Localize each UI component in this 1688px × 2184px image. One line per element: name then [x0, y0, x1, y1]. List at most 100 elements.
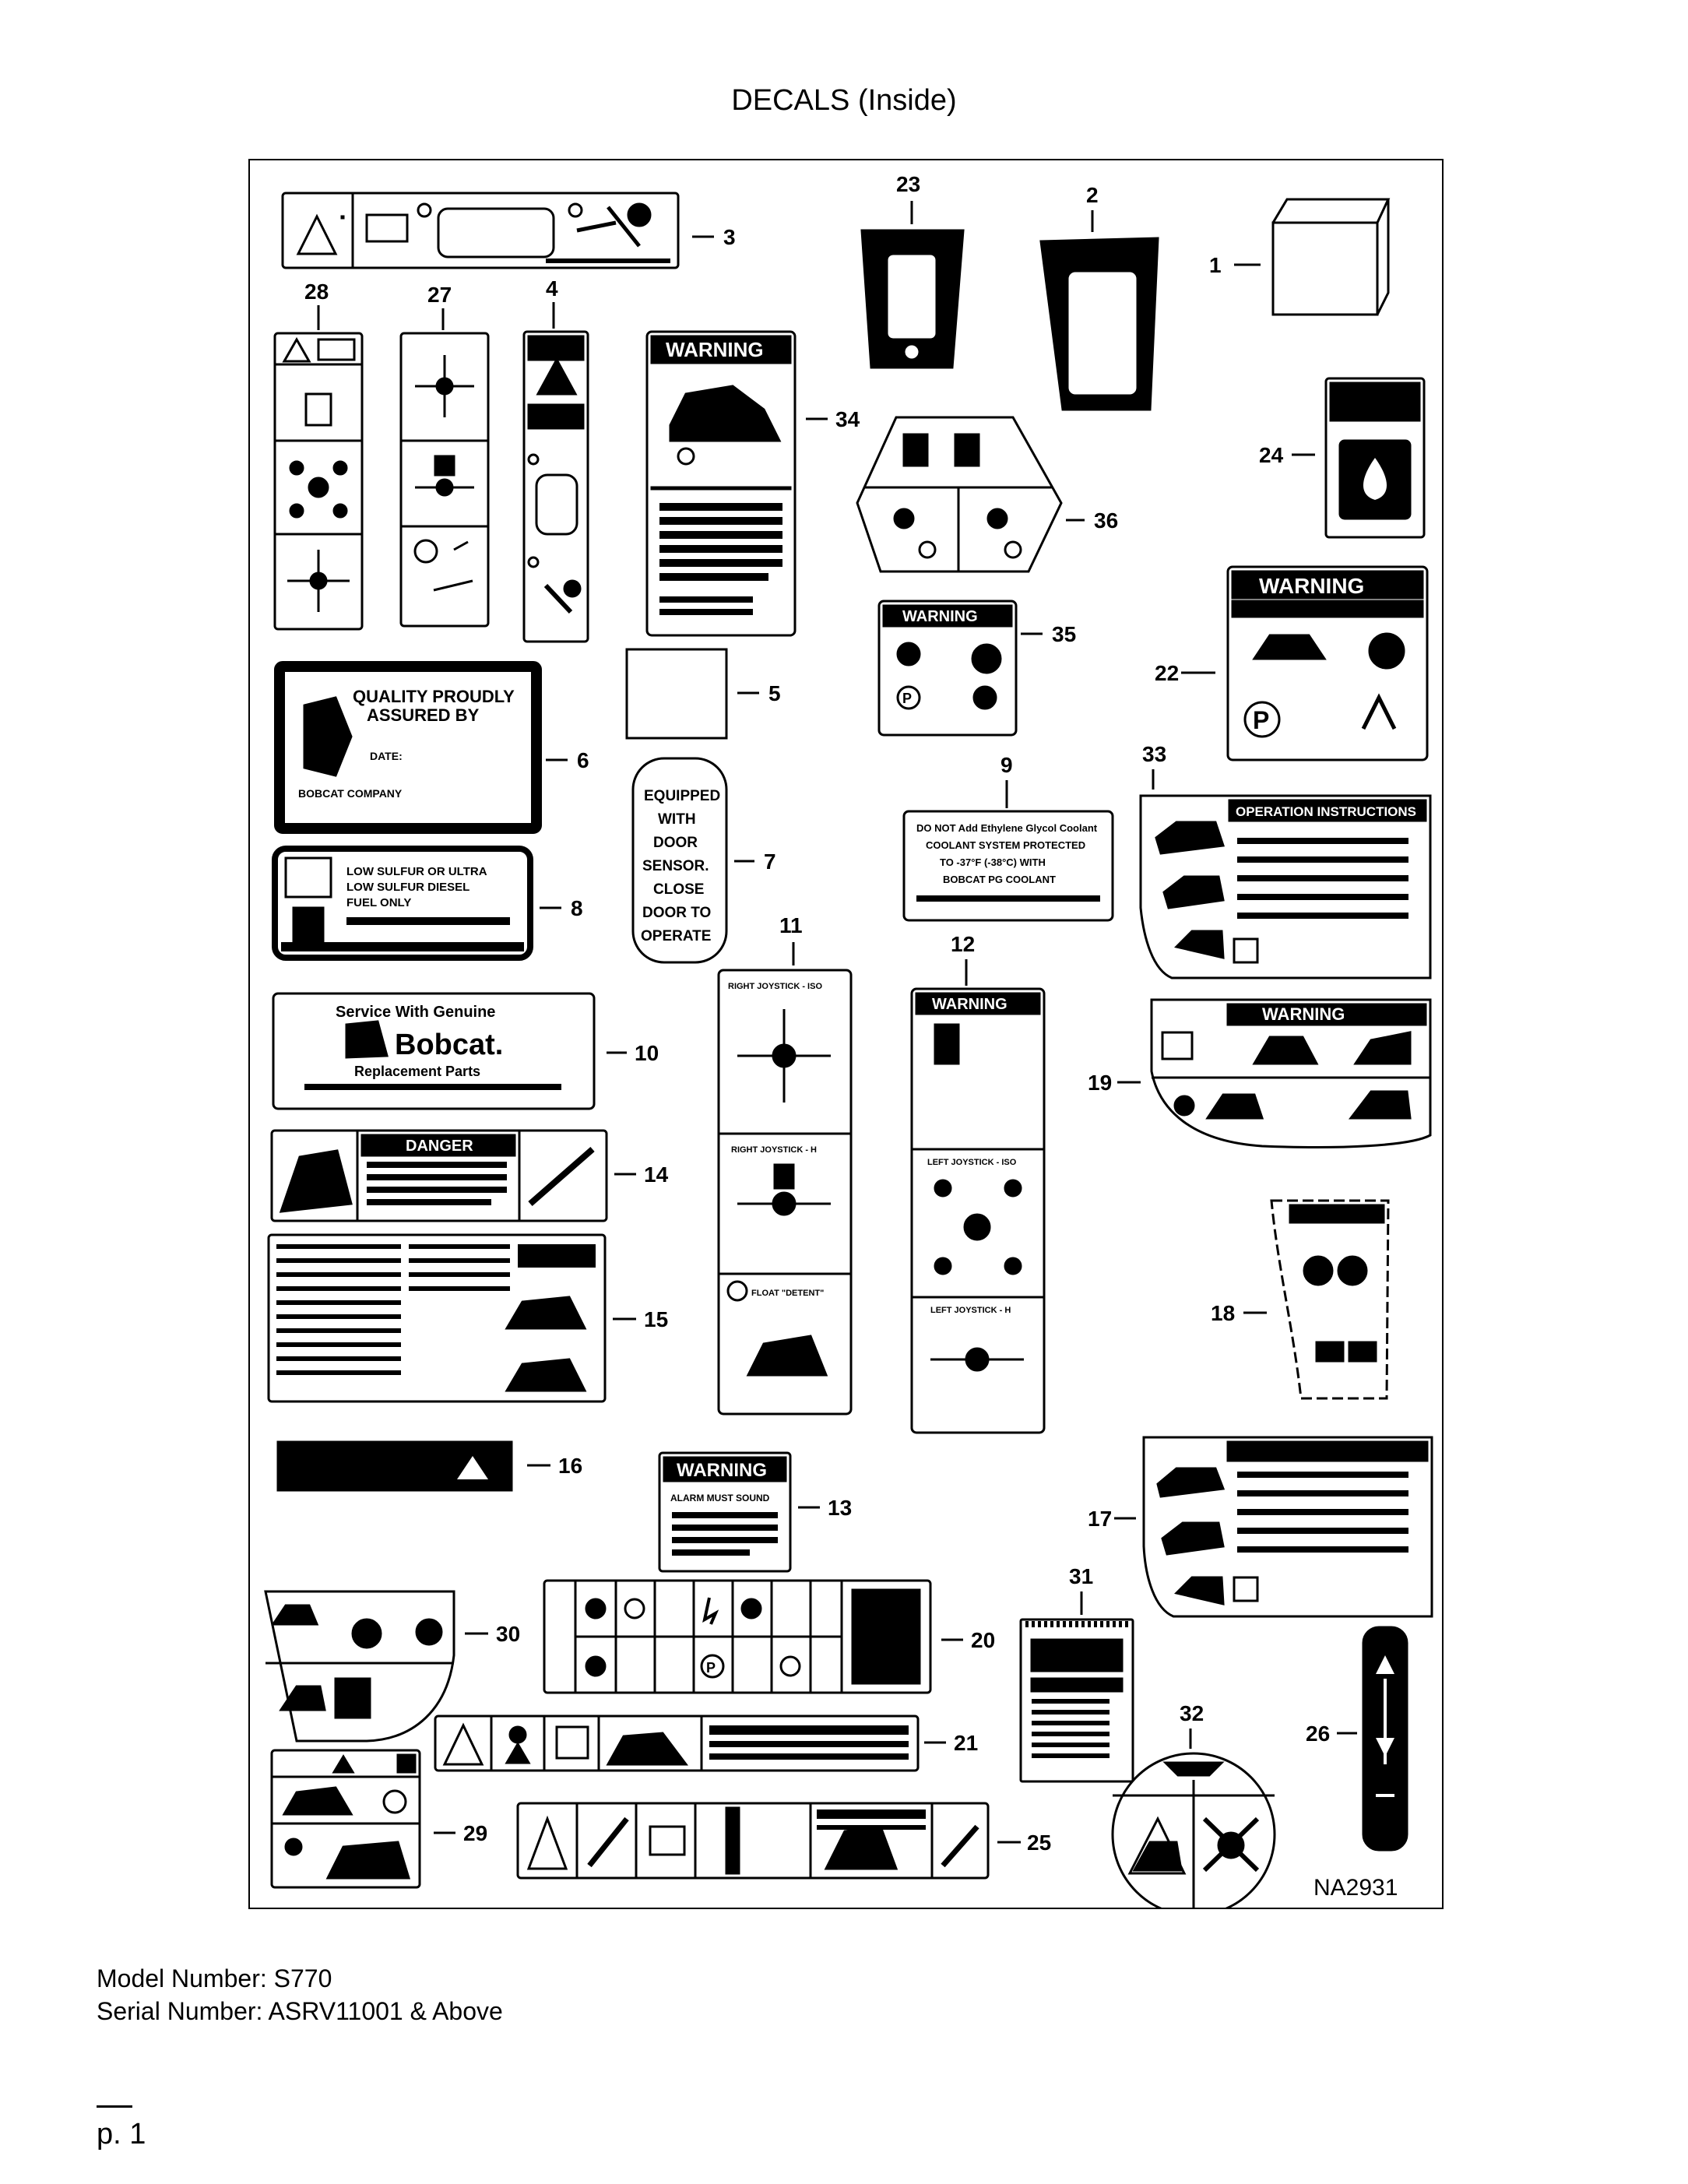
decal-9-line-1: DO NOT Add Ethylene Glycol Coolant: [916, 822, 1098, 834]
decal-8-line-1: LOW SULFUR OR ULTRA: [346, 865, 487, 878]
decal-22-warning: WARNING: [1259, 574, 1364, 598]
decal-30: [264, 1590, 455, 1743]
callout-35: 35: [1052, 622, 1076, 646]
decal-32: [1111, 1752, 1276, 1908]
callout-9: 9: [1000, 753, 1013, 777]
decal-23: [860, 229, 965, 369]
decal-9-line-3: TO -37°F (-38°C) WITH: [940, 856, 1046, 868]
callout-12: 12: [951, 932, 975, 956]
decal-28: [273, 332, 364, 631]
decal-11-header: RIGHT JOYSTICK - ISO: [728, 982, 822, 991]
callout-15: 15: [644, 1307, 668, 1331]
decal-13-alarm: ALARM MUST SOUND: [670, 1493, 770, 1503]
decal-22: WARNING P: [1226, 565, 1429, 761]
callout-27: 27: [427, 283, 452, 307]
decal-12-header-2: LEFT JOYSTICK - H: [930, 1306, 1011, 1315]
callout-2: 2: [1086, 183, 1099, 207]
svg-text:P: P: [902, 691, 912, 706]
decal-8: LOW SULFUR OR ULTRA LOW SULFUR DIESEL FU…: [272, 846, 533, 961]
decal-9-line-2: COOLANT SYSTEM PROTECTED: [926, 839, 1085, 851]
callout-28: 28: [304, 280, 329, 304]
decal-14-danger: DANGER: [406, 1138, 473, 1155]
callout-24: 24: [1259, 443, 1284, 467]
decal-10-line-2: Replacement Parts: [354, 1064, 480, 1079]
decal-2: [1039, 237, 1159, 411]
callout-23: 23: [896, 172, 920, 196]
decal-7-line-6: DOOR TO: [642, 905, 711, 921]
callout-11: 11: [779, 913, 803, 937]
callout-20: 20: [971, 1628, 995, 1652]
decal-8-line-3: FUEL ONLY: [346, 896, 411, 909]
decal-1-box: [1271, 198, 1391, 316]
decal-10: Service With Genuine Bobcat. Replacement…: [272, 992, 596, 1110]
decal-6-company: BOBCAT COMPANY: [298, 787, 403, 800]
callout-3: 3: [723, 225, 736, 249]
decal-7-line-5: CLOSE: [653, 881, 704, 898]
decal-3: [281, 192, 680, 269]
callout-25: 25: [1027, 1831, 1051, 1855]
decal-19: WARNING: [1150, 998, 1432, 1148]
decal-10-logo: Bobcat.: [395, 1029, 503, 1061]
callout-8: 8: [571, 896, 583, 920]
decal-11-float: FLOAT "DETENT": [751, 1289, 824, 1298]
callout-34: 34: [835, 407, 860, 431]
decal-5: [625, 648, 728, 740]
decal-26: [1362, 1626, 1408, 1852]
decal-7-line-1: EQUIPPED: [644, 788, 720, 804]
decal-9-line-4: BOBCAT PG COOLANT: [943, 874, 1056, 885]
callout-10: 10: [635, 1041, 659, 1065]
callout-14: 14: [644, 1162, 669, 1187]
svg-text:P: P: [706, 1660, 716, 1676]
decal-35: WARNING P: [877, 600, 1018, 737]
decal-36: [856, 416, 1063, 573]
decal-19-warning: WARNING: [1262, 1004, 1345, 1024]
decal-16: [276, 1440, 513, 1492]
decal-6-date: DATE:: [370, 750, 403, 762]
callout-19: 19: [1088, 1071, 1112, 1095]
decal-12-header: LEFT JOYSTICK - ISO: [927, 1158, 1017, 1167]
decal-17: [1142, 1436, 1433, 1618]
decal-14: DANGER: [270, 1129, 608, 1222]
decal-13: WARNING ALARM MUST SOUND: [658, 1451, 792, 1573]
page-title: DECALS (Inside): [731, 84, 957, 117]
decal-35-warning: WARNING: [902, 608, 978, 625]
decal-12: WARNING LEFT JOYSTICK - ISO LEFT JOYSTIC…: [910, 987, 1046, 1434]
model-number: Model Number: S770: [97, 1964, 332, 1992]
decal-11: RIGHT JOYSTICK - ISO RIGHT JOYSTICK - H …: [717, 969, 853, 1416]
callout-29: 29: [463, 1821, 487, 1845]
callout-4: 4: [546, 276, 558, 301]
decal-34-warning: WARNING: [666, 338, 764, 361]
decal-27: [399, 332, 490, 628]
decal-11-header-2: RIGHT JOYSTICK - H: [731, 1145, 817, 1155]
decal-33: OPERATION INSTRUCTIONS: [1139, 794, 1432, 979]
decal-4: [522, 330, 589, 643]
decal-12-warning: WARNING: [932, 996, 1008, 1013]
callout-7: 7: [764, 849, 776, 874]
decal-9: DO NOT Add Ethylene Glycol Coolant COOLA…: [902, 810, 1114, 922]
decal-7: EQUIPPED WITH DOOR SENSOR. CLOSE DOOR TO…: [631, 757, 728, 964]
decal-31: [1019, 1618, 1134, 1783]
decal-6-line-1: QUALITY PROUDLY: [353, 687, 515, 706]
decal-diagram-frame: 3 28 27 4: [248, 159, 1444, 1909]
callout-31: 31: [1069, 1564, 1093, 1588]
svg-text:P: P: [1253, 706, 1269, 734]
decal-10-line-1: Service With Genuine: [336, 1004, 495, 1021]
footer-rule: [97, 2105, 132, 2108]
callout-33: 33: [1142, 742, 1166, 766]
decal-20: P: [543, 1579, 932, 1694]
callout-5: 5: [768, 681, 781, 705]
decal-7-line-3: DOOR: [653, 835, 698, 851]
decal-6-line-2: ASSURED BY: [367, 705, 480, 725]
decal-diagram: 3 28 27 4: [264, 172, 1433, 1908]
callout-26: 26: [1306, 1722, 1330, 1746]
decal-7-line-4: SENSOR.: [642, 858, 709, 874]
decal-8-line-2: LOW SULFUR DIESEL: [346, 881, 469, 894]
decal-7-line-7: OPERATE: [641, 928, 711, 944]
callout-18: 18: [1211, 1301, 1235, 1325]
callout-6: 6: [577, 748, 589, 772]
figure-id: NA2931: [1313, 1875, 1398, 1901]
decal-34: WARNING: [645, 330, 797, 637]
callout-1: 1: [1209, 253, 1222, 277]
callout-16: 16: [558, 1454, 582, 1478]
serial-number: Serial Number: ASRV11001 & Above: [97, 1997, 503, 2025]
